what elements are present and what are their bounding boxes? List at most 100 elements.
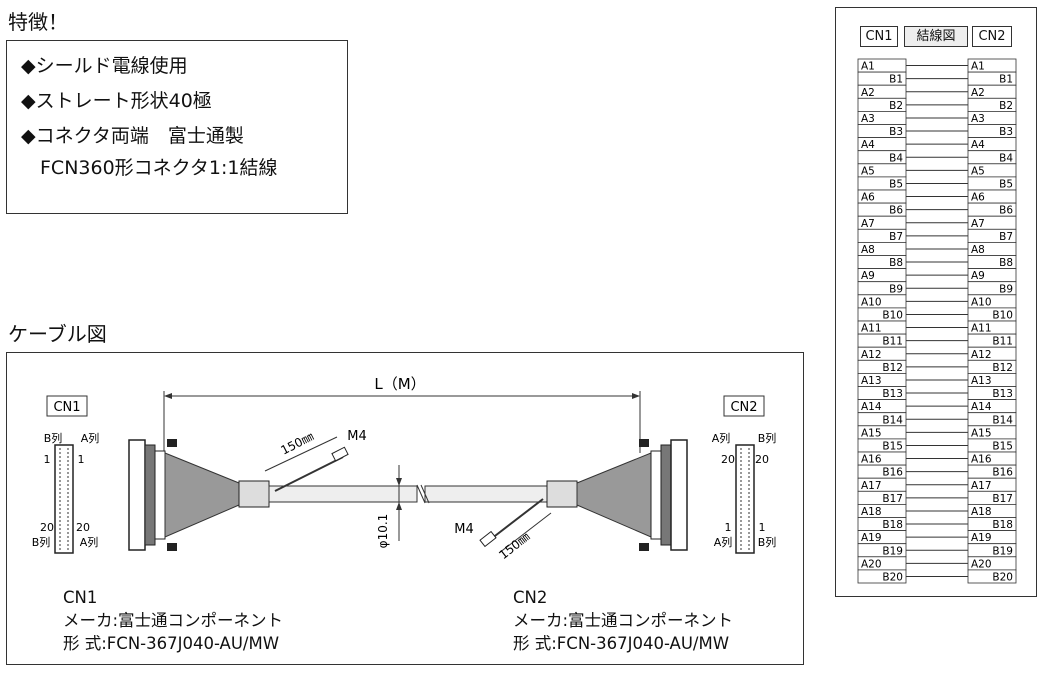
- features-box: ◆シールド電線使用 ◆ストレート形状40極 ◆コネクタ両端 富士通製 FCN36…: [6, 40, 348, 214]
- cn1-pin-label: A6: [861, 192, 875, 204]
- cn2-screw-bottom: [639, 543, 649, 551]
- cn2-pin-label: B6: [999, 205, 1013, 217]
- cn2-pin-label: A18: [971, 506, 992, 518]
- cn2-pin-label: B11: [992, 336, 1013, 348]
- cable-segment-left: [268, 485, 418, 503]
- cn2-pin-label: B5: [999, 179, 1013, 191]
- ground-wire-right: 150㎜ M4: [454, 498, 552, 563]
- cn1-pin-label: B10: [882, 310, 903, 322]
- cn1-face-body: [54, 444, 74, 554]
- ground-screw-left: M4: [347, 429, 367, 444]
- cn2-pin-label: A14: [971, 401, 992, 413]
- cn1-pin-label: A1: [861, 61, 875, 73]
- cn2-pin-label: A7: [971, 218, 985, 230]
- cn1-pin-label: A10: [861, 296, 882, 308]
- cn2-pin-label: A15: [971, 427, 992, 439]
- cn2-pin-label: B3: [999, 126, 1013, 138]
- cn2-pin-label: A12: [971, 349, 992, 361]
- cn2-pin-label: B14: [992, 414, 1013, 426]
- cn1-col-b-bottom: B列: [32, 535, 51, 549]
- cn1-pin-label: B12: [882, 362, 903, 374]
- cn1-connector: [128, 439, 270, 551]
- ground-length-right: 150㎜: [496, 530, 532, 563]
- cn1-pin-label: A3: [861, 113, 875, 125]
- cn1-face-label: CN1: [53, 400, 80, 415]
- cn1-screw-bottom: [167, 543, 177, 551]
- ground-length-left: 150㎜: [278, 429, 315, 457]
- cable-break-mark-2: [420, 484, 430, 504]
- cn1-pin-label: A8: [861, 244, 875, 256]
- cn2-pin-label: A20: [971, 558, 992, 570]
- cn2-pin-label: B1: [999, 74, 1013, 86]
- cn2-pin-20-left: 20: [721, 453, 735, 466]
- feature-fujitsu-connector: ◆コネクタ両端 富士通製: [21, 125, 244, 147]
- cn2-spec-model: 形 式:FCN-367J040-AU/MW: [513, 634, 730, 653]
- diameter-arrow-bottom: [396, 502, 402, 510]
- cn2-col-b-bottom: B列: [758, 535, 777, 549]
- cn1-face-label-box: [46, 395, 88, 417]
- cn2-pin-label: A11: [971, 323, 992, 335]
- cn1-pin-label: A12: [861, 349, 882, 361]
- cn1-pin-label: B5: [889, 179, 903, 191]
- wiring-header-cn1: CN1: [860, 26, 898, 47]
- wiring-header-cn2: CN2: [972, 26, 1012, 47]
- cable-segment-right: [424, 485, 548, 503]
- cn2-face-view: CN2 A列 B列 20 20 1 1 A列 B列: [712, 395, 777, 554]
- cn1-pin-label: B15: [882, 441, 903, 453]
- cn1-pin-20-left: 20: [40, 521, 54, 534]
- cn2-pin-label: A3: [971, 113, 985, 125]
- diameter-label: φ10.1: [376, 514, 390, 549]
- cn1-pin-1-left: 1: [44, 453, 51, 466]
- cn1-col-a-bottom: A列: [80, 535, 99, 549]
- cn1-pin-label: B14: [882, 414, 903, 426]
- cn2-pin-label: B20: [992, 572, 1013, 584]
- cn1-ribs: [144, 444, 156, 546]
- ground-wire-left-line: [274, 456, 344, 492]
- cn1-pin-label: B4: [889, 152, 903, 164]
- cn1-pin-20-right: 20: [76, 521, 90, 534]
- cn1-pin-label: A11: [861, 323, 882, 335]
- cn2-pin-label: B8: [999, 257, 1013, 269]
- cn2-pin-label: B4: [999, 152, 1013, 164]
- cn1-spec: CN1 メーカ:富士通コンポーネント 形 式:FCN-367J040-AU/MW: [63, 586, 283, 655]
- length-arrow-right: [632, 393, 640, 399]
- cn2-face-label: CN2: [730, 400, 757, 415]
- cable-break-mark-1: [416, 484, 426, 504]
- cn2-pin-label: A5: [971, 165, 985, 177]
- cn1-face-view: CN1 B列 A列 1 1 20 20 B列 A列: [32, 395, 100, 554]
- cn1-pin-label: B20: [882, 572, 903, 584]
- cn2-shell: [670, 439, 688, 551]
- cn2-pin-label: A16: [971, 454, 992, 466]
- feature-straight-40-pin: ◆ストレート形状40極: [21, 90, 212, 112]
- cn1-pin-label: A7: [861, 218, 875, 230]
- length-label: L（M）: [374, 375, 425, 393]
- cn1-pin-label: A5: [861, 165, 875, 177]
- cn1-spec-maker: メーカ:富士通コンポーネント: [63, 611, 284, 630]
- ground-dim-right: [498, 512, 552, 554]
- cn2-pin-label: A9: [971, 270, 985, 282]
- cable-title: ケーブル図: [8, 322, 107, 346]
- cable-body: φ10.1: [268, 465, 548, 549]
- ground-terminal-right: [479, 530, 497, 548]
- cn1-crimp: [238, 480, 270, 508]
- cn1-pin-label: A4: [861, 139, 875, 151]
- cn2-pin-label: A2: [971, 87, 985, 99]
- cn2-spec-maker: メーカ:富士通コンポーネント: [513, 611, 734, 630]
- cn2-pin-20-right: 20: [755, 453, 769, 466]
- cn2-pin-label: B10: [992, 310, 1013, 322]
- ground-wire-right-line: [490, 498, 544, 540]
- cn1-spec-model: 形 式:FCN-367J040-AU/MW: [63, 634, 280, 653]
- cn1-pin-label: A15: [861, 427, 882, 439]
- cn2-pin-label: B15: [992, 441, 1013, 453]
- cn1-pin-label: B17: [882, 493, 903, 505]
- cn2-pin-label: A4: [971, 139, 985, 151]
- cn1-col-a-top: A列: [81, 431, 100, 445]
- ground-terminal-left: [331, 446, 349, 462]
- cn2-spec-name: CN2: [513, 588, 548, 607]
- cn2-col-b-top: B列: [758, 431, 777, 445]
- cn2-pin-label: B13: [992, 388, 1013, 400]
- cn2-pin-1-right: 1: [759, 521, 766, 534]
- cn2-pin-label: B19: [992, 545, 1013, 557]
- wiring-header-title: 結線図: [904, 26, 968, 47]
